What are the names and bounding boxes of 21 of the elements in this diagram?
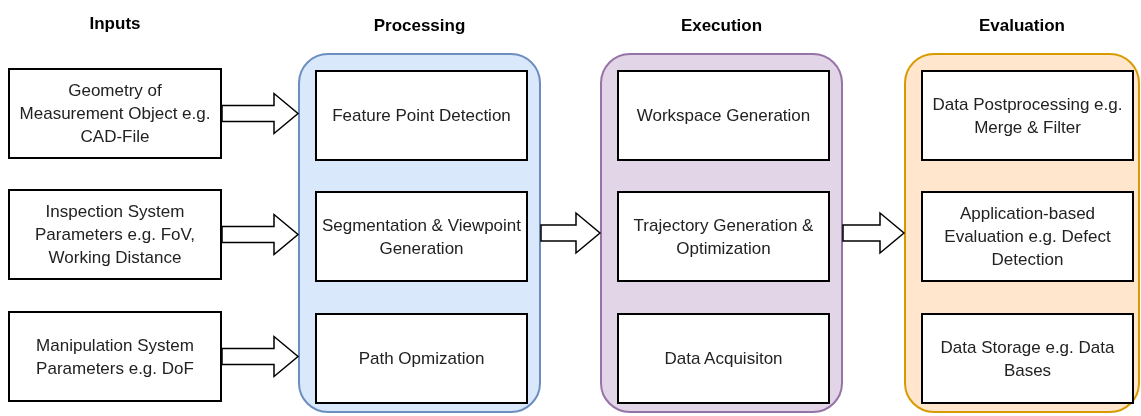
block-arrow <box>842 211 906 255</box>
process-box: Data Storage e.g. Data Bases <box>921 313 1134 404</box>
process-box: Data Postprocessing e.g. Merge & Filter <box>921 70 1134 161</box>
column-heading: Execution <box>679 15 764 37</box>
block-arrow <box>221 91 300 136</box>
column-heading: Evaluation <box>978 15 1066 37</box>
process-box: Data Acquisiton <box>617 313 830 404</box>
block-arrow <box>221 334 300 379</box>
process-box: Geometry of Measurement Object e.g. CAD-File <box>8 68 222 159</box>
block-arrow <box>221 212 300 257</box>
process-box: Segmentation & Viewpoint Generation <box>315 191 528 282</box>
process-box: Feature Point Detection <box>315 70 528 161</box>
process-box: Inspection System Parameters e.g. FoV, Working Distance <box>8 189 222 280</box>
process-box: Path Opmization <box>315 313 528 404</box>
process-box: Trajectory Generation & Optimization <box>617 191 830 282</box>
process-box: Workspace Generation <box>617 70 830 161</box>
process-box: Application-based Evaluation e.g. Defect Detection <box>921 191 1134 282</box>
process-box: Manipulation System Parameters e.g. DoF <box>8 311 222 402</box>
column-heading: Processing <box>372 15 467 37</box>
column-heading: Inputs <box>88 13 142 35</box>
block-arrow <box>540 211 602 255</box>
